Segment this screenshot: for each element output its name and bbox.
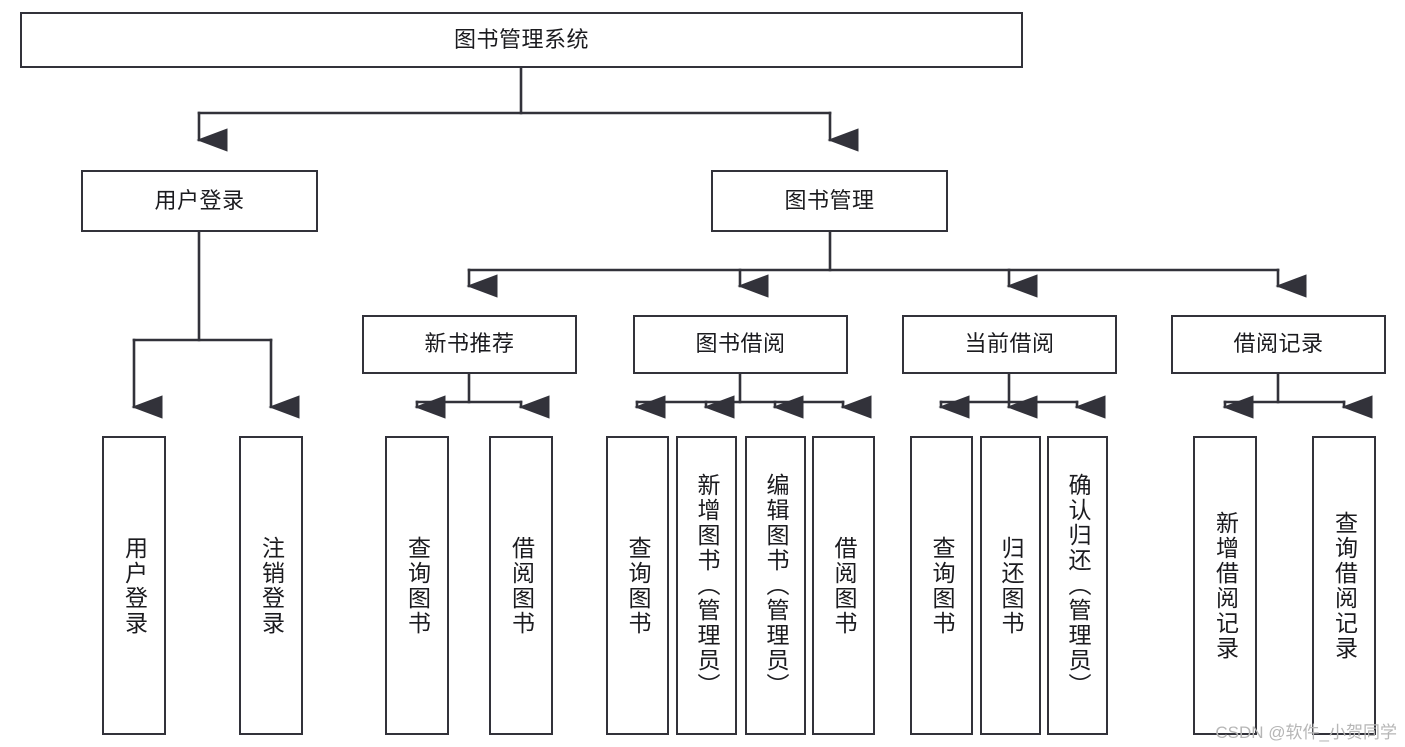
leaf-user-login-signin[interactable]: 用户登录 bbox=[102, 436, 166, 735]
leaf-current-confirm-return-admin[interactable]: 确认归还（管理员） bbox=[1047, 436, 1108, 735]
node-borrow-records-label: 借阅记录 bbox=[1233, 331, 1324, 357]
node-root-label: 图书管理系统 bbox=[453, 26, 589, 52]
leaf-current-confirm-return-admin-label: 确认归还（管理员） bbox=[1065, 473, 1091, 698]
node-user-login-label: 用户登录 bbox=[154, 187, 245, 213]
leaf-current-return-book[interactable]: 归还图书 bbox=[980, 436, 1041, 735]
leaf-borrow-add-book-admin-label: 新增图书（管理员） bbox=[694, 473, 720, 698]
leaf-records-add-record-label: 新增借阅记录 bbox=[1212, 510, 1239, 661]
leaf-borrow-edit-book-admin[interactable]: 编辑图书（管理员） bbox=[745, 436, 806, 735]
node-user-login[interactable]: 用户登录 bbox=[81, 170, 318, 232]
node-root[interactable]: 图书管理系统 bbox=[20, 12, 1023, 68]
leaf-borrow-add-book-admin[interactable]: 新增图书（管理员） bbox=[676, 436, 737, 735]
leaf-new-book-borrow[interactable]: 借阅图书 bbox=[489, 436, 553, 735]
leaf-current-return-book-label: 归还图书 bbox=[998, 535, 1024, 636]
leaf-user-login-signout-label: 注销登录 bbox=[258, 535, 285, 636]
leaf-new-book-query-label: 查询图书 bbox=[404, 535, 431, 636]
node-book-management-label: 图书管理 bbox=[784, 187, 875, 213]
node-borrow-records[interactable]: 借阅记录 bbox=[1171, 315, 1386, 374]
leaf-borrow-borrow-book[interactable]: 借阅图书 bbox=[812, 436, 875, 735]
node-current-borrow-label: 当前借阅 bbox=[964, 331, 1055, 357]
node-book-management[interactable]: 图书管理 bbox=[711, 170, 948, 232]
leaf-borrow-query-book-label: 查询图书 bbox=[625, 535, 651, 636]
leaf-records-query-record[interactable]: 查询借阅记录 bbox=[1312, 436, 1376, 735]
node-new-book-recommend-label: 新书推荐 bbox=[424, 331, 515, 357]
leaf-new-book-borrow-label: 借阅图书 bbox=[508, 535, 535, 636]
leaf-new-book-query[interactable]: 查询图书 bbox=[385, 436, 449, 735]
leaf-current-query-book-label: 查询图书 bbox=[929, 535, 955, 636]
node-book-borrow[interactable]: 图书借阅 bbox=[633, 315, 848, 374]
node-new-book-recommend[interactable]: 新书推荐 bbox=[362, 315, 577, 374]
csdn-watermark: CSDN @软件_小贺同学 bbox=[1215, 723, 1397, 742]
leaf-records-add-record[interactable]: 新增借阅记录 bbox=[1193, 436, 1257, 735]
leaf-borrow-edit-book-admin-label: 编辑图书（管理员） bbox=[763, 473, 789, 698]
leaf-user-login-signin-label: 用户登录 bbox=[121, 535, 148, 636]
leaf-user-login-signout[interactable]: 注销登录 bbox=[239, 436, 303, 735]
node-book-borrow-label: 图书借阅 bbox=[695, 331, 786, 357]
leaf-borrow-query-book[interactable]: 查询图书 bbox=[606, 436, 669, 735]
node-current-borrow[interactable]: 当前借阅 bbox=[902, 315, 1117, 374]
leaf-records-query-record-label: 查询借阅记录 bbox=[1331, 510, 1358, 661]
leaf-borrow-borrow-book-label: 借阅图书 bbox=[831, 535, 857, 636]
leaf-current-query-book[interactable]: 查询图书 bbox=[910, 436, 973, 735]
